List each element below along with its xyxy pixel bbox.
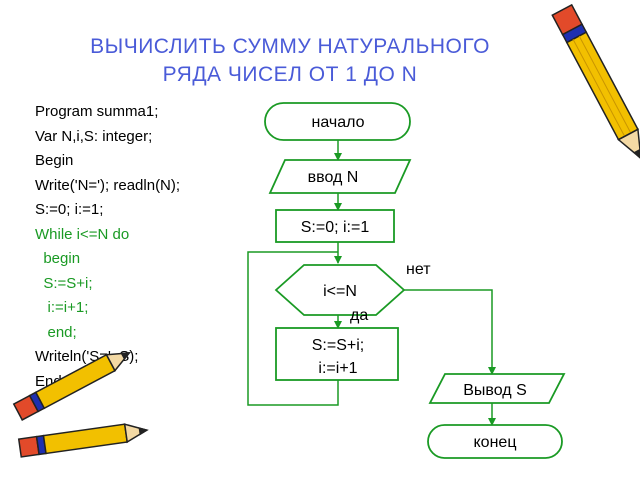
code-line: S:=0; i:=1; [35, 201, 104, 218]
code-listing: Program summa1; Var N,i,S: integer; Begi… [35, 100, 180, 394]
title-line-2: РЯДА ЧИСЕЛ ОТ 1 ДО N [162, 63, 418, 86]
code-line-loop: begin [35, 250, 81, 267]
crossed-pencils-icon [12, 351, 149, 458]
code-line-loop: S:=S+i; [35, 274, 93, 292]
no-branch-label: нет [406, 261, 431, 278]
yes-branch-label: да [350, 307, 368, 324]
start-label: начало [311, 114, 364, 131]
input-label: ввод N [308, 169, 359, 186]
code-line: Program summa1; [35, 103, 159, 120]
code-line: Write('N='); readln(N); [35, 176, 181, 194]
code-line-loop: i:=i+1; [35, 299, 89, 316]
condition-hexagon [274, 264, 406, 316]
input-parallelogram [268, 159, 412, 194]
code-line: Var N,i,S: integer; [35, 127, 153, 145]
no-branch-line [404, 289, 496, 375]
init-process-box [275, 209, 395, 243]
loop-back-line [247, 251, 339, 406]
end-label: конец [474, 434, 517, 451]
title-line-1: ВЫЧИСЛИТЬ СУММУ НАТУРАЛЬНОГО [90, 35, 490, 58]
code-line-loop: end; [35, 323, 77, 341]
code-line: Begin [35, 152, 74, 169]
pencil-icon [551, 3, 640, 161]
init-label: S:=0; i:=1 [301, 219, 370, 236]
output-parallelogram [428, 373, 566, 404]
code-line-loop: While i<=N do [35, 225, 130, 243]
end-terminal [427, 424, 563, 459]
loop-body-line-1: S:=S+i; [312, 337, 364, 354]
condition-label: i<=N [323, 283, 357, 300]
loop-body-box [275, 327, 399, 381]
loop-body-line-2: i:=i+1 [318, 360, 357, 377]
output-label: Вывод S [463, 382, 527, 399]
start-terminal [264, 102, 411, 141]
